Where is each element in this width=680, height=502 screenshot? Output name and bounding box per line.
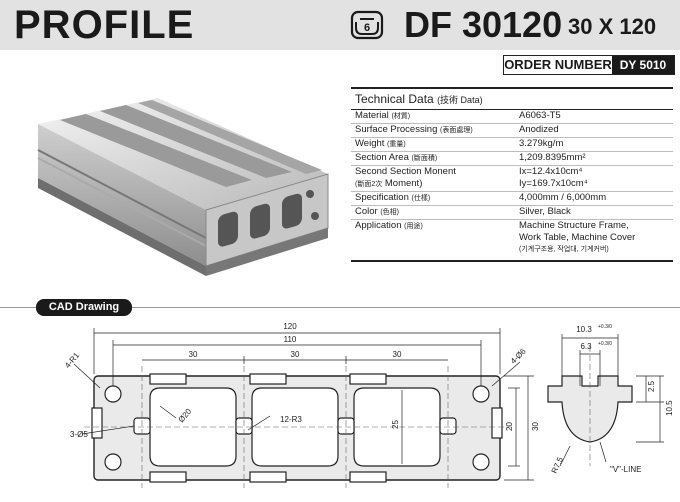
table-row: Application (用途) Machine Structure Frame… [351, 220, 673, 262]
technical-data-title: Technical Data (技術 Data) [351, 87, 673, 110]
dim-inner-height: 25 [391, 420, 400, 429]
dim-pitch-1: 30 [189, 350, 198, 359]
series-6-icon: 6 [350, 10, 384, 40]
table-row: Specification (仕樣) 4,000mm / 6,000mm [351, 192, 673, 206]
order-number-label: ORDER NUMBER [504, 57, 612, 72]
dim-corner-radius: 4-R1 [63, 350, 81, 369]
cad-drawing-label: CAD Drawing [36, 299, 132, 316]
dim-slot-neck: 6.3 [580, 342, 592, 351]
dim-hole-dia: 4-Ø6 [509, 346, 528, 365]
slot-detail-drawing: 10.3 +0.3/0 6.3 +0.3/0 2.5 10.5 R7.5 "V"… [547, 324, 674, 475]
dim-hole-span: 110 [284, 335, 297, 344]
technical-data-table: Technical Data (技術 Data) Material (材質) A… [351, 87, 673, 262]
order-number-code[interactable]: DY 5010 [612, 56, 674, 74]
order-number-box: ORDER NUMBER DY 5010 [503, 55, 675, 75]
cad-divider [0, 307, 680, 308]
dim-slot-width-tol: +0.3/0 [598, 324, 612, 330]
dim-slot-width: 10.3 [576, 325, 592, 334]
table-row: Material (材質) A6063-T5 [351, 110, 673, 124]
model-size: 30 X 120 [568, 14, 657, 39]
dim-height-inner: 20 [505, 422, 514, 431]
table-row: Second Section Monent (斷面2次 Moment) Ix=1… [351, 166, 673, 192]
dim-vline: "V"-LINE [610, 465, 641, 474]
header-bar [0, 0, 680, 50]
dim-pitch-2: 30 [291, 350, 300, 359]
page-title: PROFILE [14, 3, 195, 47]
profile-3d-image [37, 98, 329, 276]
dim-center-hole: 3-Ø5 [70, 430, 88, 439]
table-row: Surface Processing (表面處理) Anodized [351, 124, 673, 138]
dim-slot-depth: 10.5 [665, 400, 674, 416]
series-icon-digit: 6 [364, 22, 370, 34]
cad-drawing: 120 110 30 30 30 4-R1 4-Ø6 3-Ø5 Ø20 12-R… [63, 322, 674, 488]
table-row: Section Area (斷面積) 1,209.8395mm² [351, 152, 673, 166]
table-row: Color (色相) Silver, Black [351, 206, 673, 220]
dim-slot-radius: R7.5 [550, 455, 566, 475]
dim-slot-neck-tol: +0.3/0 [598, 341, 612, 347]
dim-height-outer: 30 [531, 422, 540, 431]
dim-inner-radius: 12-R3 [280, 415, 302, 424]
dim-lip: 2.5 [647, 380, 656, 392]
dim-overall: 120 [283, 322, 297, 331]
table-row: Weight (重量) 3.279kg/m [351, 138, 673, 152]
model-code: DF 30120 [404, 4, 563, 45]
dim-pitch-3: 30 [393, 350, 402, 359]
